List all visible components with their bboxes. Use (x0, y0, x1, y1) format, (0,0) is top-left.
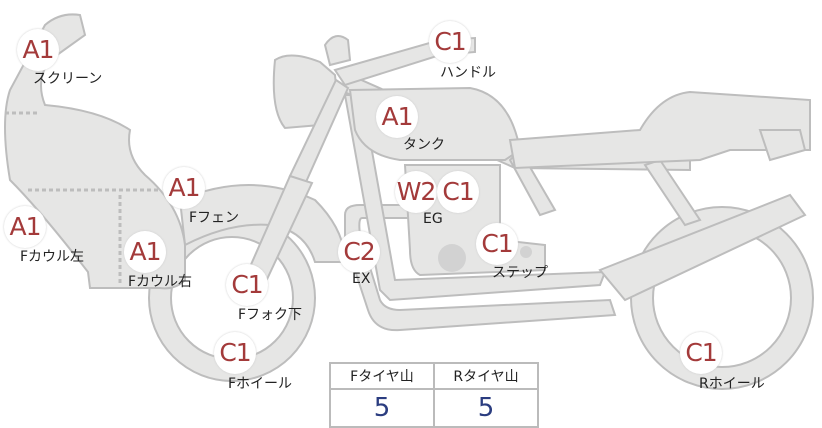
front-tire-value: 5 (329, 388, 435, 428)
label-engine: EG (423, 211, 443, 227)
mirror-shape (323, 35, 352, 67)
label-f-cowl-left: Fカウル左 (20, 249, 85, 265)
engine-cover-shape (438, 244, 466, 272)
tire-tread-table: Fタイヤ山 Rタイヤ山 5 5 (329, 362, 539, 428)
tail-shape (758, 129, 807, 162)
label-f-fender: Fフェン (189, 210, 240, 226)
label-f-fork-lower: Fフォク下 (238, 307, 303, 323)
seat-shape[interactable] (508, 90, 811, 170)
rear-tire-header: Rタイヤ山 (433, 362, 539, 390)
step-peg-shape[interactable] (520, 246, 532, 258)
grade-badge-f-cowl-right[interactable]: A1 (124, 231, 166, 273)
label-screen: スクリーン (33, 71, 103, 87)
cowl-divider (5, 111, 160, 285)
grade-badge-engine-w[interactable]: W2 (395, 171, 437, 213)
grade-badge-f-cowl-left[interactable]: A1 (4, 206, 46, 248)
grade-badge-f-wheel[interactable]: C1 (214, 332, 256, 374)
grade-badge-r-wheel[interactable]: C1 (680, 332, 722, 374)
grade-badge-handle[interactable]: C1 (429, 21, 471, 63)
rear-tire-value: 5 (433, 388, 539, 428)
label-exhaust: EX (352, 271, 371, 287)
grade-badge-engine-c[interactable]: C1 (437, 171, 479, 213)
grade-badge-step[interactable]: C1 (476, 223, 518, 265)
grade-badge-f-fork-lower[interactable]: C1 (226, 264, 268, 306)
label-step: ステップ (492, 265, 548, 281)
grade-badge-tank[interactable]: A1 (376, 96, 418, 138)
grade-badge-screen[interactable]: A1 (17, 29, 59, 71)
label-f-wheel: Fホイール (228, 376, 293, 392)
label-tank: タンク (403, 137, 445, 153)
label-r-wheel: Rホイール (699, 376, 765, 392)
swingarm-shape (598, 193, 807, 302)
label-f-cowl-right: Fカウル右 (128, 274, 193, 290)
grade-badge-f-fender[interactable]: A1 (163, 167, 205, 209)
cowl-shape[interactable] (4, 13, 186, 290)
label-handle: ハンドル (440, 65, 496, 81)
front-tire-header: Fタイヤ山 (329, 362, 435, 390)
grade-badge-exhaust[interactable]: C2 (338, 231, 380, 273)
